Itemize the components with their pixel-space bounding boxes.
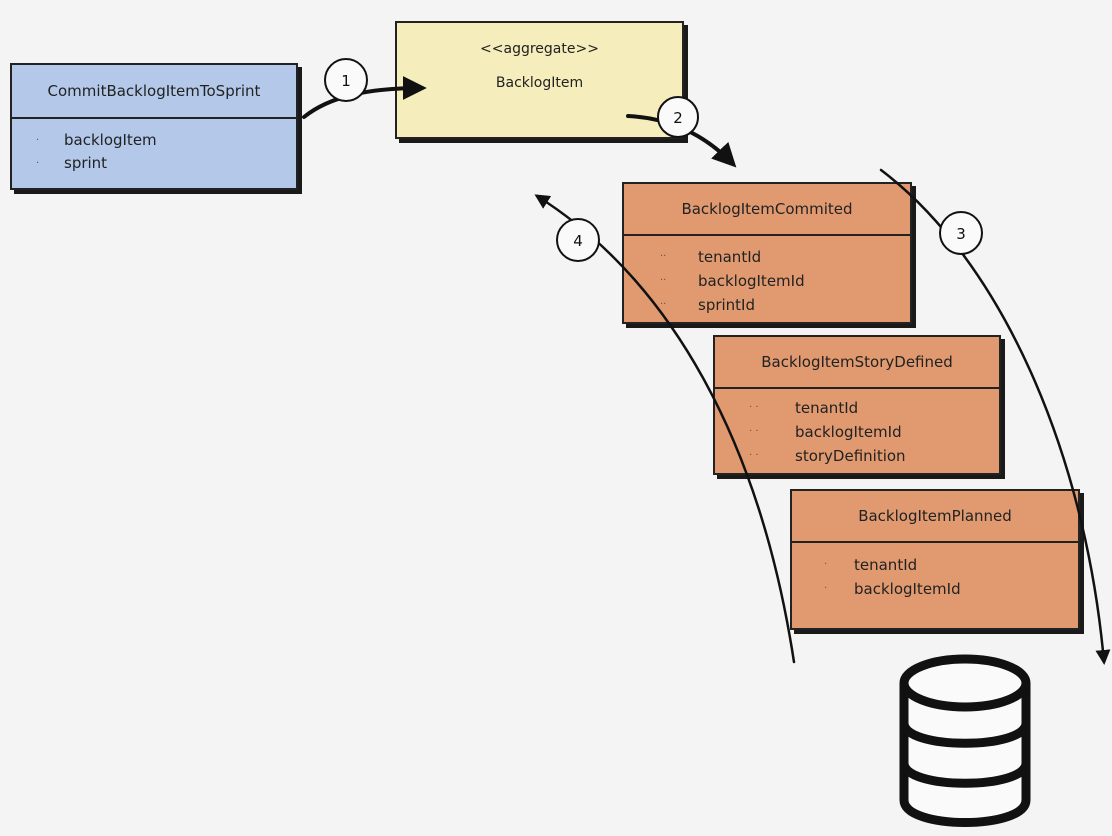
event-field: · tenantId	[824, 553, 1078, 577]
aggregate-name: BacklogItem	[495, 75, 584, 91]
bullet-icon: ··	[660, 275, 667, 286]
event-field: ·· tenantId	[660, 245, 910, 269]
event-field-label: backlogItemId	[854, 580, 961, 598]
command-box: CommitBacklogItemToSprint · backlogItem ·…	[10, 63, 298, 190]
command-field: · backlogItem	[36, 129, 296, 152]
step-badge-1: 1	[324, 58, 368, 102]
event-field: · · tenantId	[749, 396, 999, 420]
bullet-icon: ·	[36, 158, 40, 169]
bullet-icon: · ·	[749, 450, 759, 461]
bullet-icon: ··	[660, 251, 667, 262]
event-field: · backlogItemId	[824, 577, 1078, 601]
event-field: ·· sprintId	[660, 293, 910, 317]
event-box-backlog-item-story-defined: BacklogItemStoryDefined · · tenantId · · b…	[713, 335, 1001, 475]
event-field-list: · · tenantId · · backlogItemId · · storyDef…	[715, 389, 999, 468]
event-box-backlog-item-commited: BacklogItemCommited ·· tenantId ·· backlog…	[622, 182, 912, 324]
event-field-list: ·· tenantId ·· backlogItemId ·· sprintId	[624, 236, 910, 317]
event-field-list: · tenantId · backlogItemId	[792, 543, 1078, 601]
command-field-label: sprint	[64, 154, 108, 172]
command-title: CommitBacklogItemToSprint	[12, 65, 296, 119]
bullet-icon: ··	[660, 299, 667, 310]
bullet-icon: ·	[36, 135, 40, 146]
event-field: · · storyDefinition	[749, 444, 999, 468]
command-field: · sprint	[36, 152, 296, 175]
event-box-backlog-item-planned: BacklogItemPlanned · tenantId · backlogIte…	[790, 489, 1080, 630]
event-field-label: backlogItemId	[795, 423, 902, 441]
database-icon	[899, 654, 1031, 827]
event-field-label: backlogItemId	[698, 272, 805, 290]
event-field-label: storyDefinition	[795, 447, 906, 465]
command-field-label: backlogItem	[64, 131, 157, 149]
event-field-label: tenantId	[795, 399, 859, 417]
step-badge-label: 1	[341, 72, 351, 90]
event-field: ·· backlogItemId	[660, 269, 910, 293]
event-field: · · backlogItemId	[749, 420, 999, 444]
aggregate-box: <<aggregate>> BacklogItem	[395, 21, 684, 139]
aggregate-stereotype: <<aggregate>>	[480, 41, 599, 57]
bullet-icon: ·	[824, 583, 828, 594]
step-badge-label: 3	[956, 225, 966, 243]
event-title: BacklogItemPlanned	[792, 491, 1078, 543]
event-field-label: tenantId	[854, 556, 918, 574]
event-field-label: sprintId	[698, 296, 756, 314]
step-badge-4: 4	[556, 218, 600, 262]
event-title: BacklogItemCommited	[624, 184, 910, 236]
bullet-icon: ·	[824, 559, 828, 570]
event-field-label: tenantId	[698, 248, 762, 266]
command-field-list: · backlogItem · sprint	[12, 119, 296, 175]
step-badge-3: 3	[939, 211, 983, 255]
step-badge-label: 4	[573, 232, 583, 250]
bullet-icon: · ·	[749, 426, 759, 437]
bullet-icon: · ·	[749, 402, 759, 413]
event-title: BacklogItemStoryDefined	[715, 337, 999, 389]
